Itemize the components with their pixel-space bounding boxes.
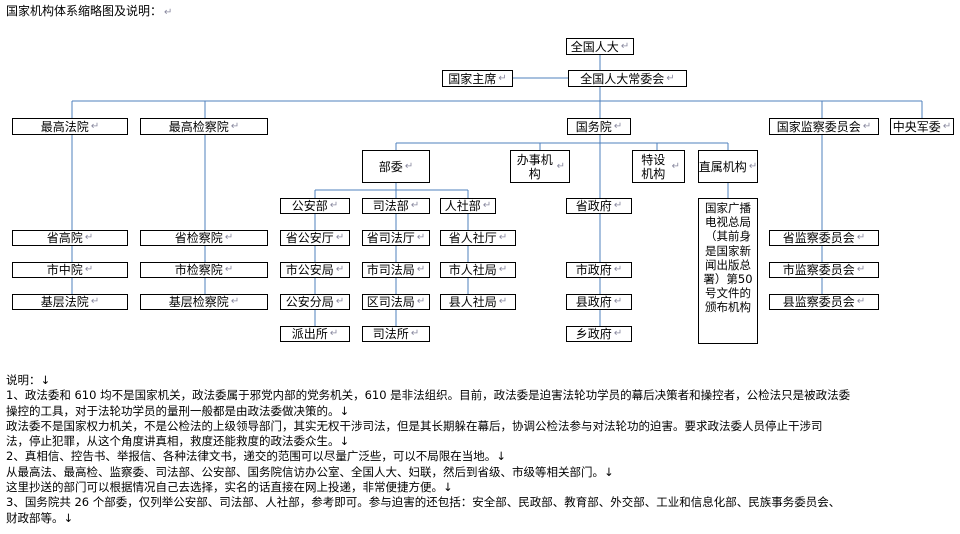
node-town-gov: 乡政府↵ xyxy=(566,326,632,342)
node-mid-court: 市中院↵ xyxy=(12,262,128,278)
node-city-public-security: 市公安局↵ xyxy=(280,262,350,278)
node-npcsc: 全国人大常委会↵ xyxy=(568,70,687,87)
node-police-station: 派出所↵ xyxy=(280,326,350,342)
node-ministries: 部委↵ xyxy=(362,150,430,183)
note-line: 1、政法委和 610 均不是国家机关，政法委属于邪党内部的党务机关，610 是非… xyxy=(6,388,851,403)
node-city-justice: 市司法局↵ xyxy=(362,262,430,278)
note-line: 法，停止犯罪，从这个角度讲真相，救度还能救度的政法委众生。↓ xyxy=(6,434,350,449)
node-district-justice: 区司法局↵ xyxy=(362,294,430,310)
node-offices: 办事机构↵ xyxy=(510,150,570,183)
node-justice: 司法部↵ xyxy=(362,198,430,214)
node-supervision: 国家监察委员会↵ xyxy=(769,118,879,135)
node-sarft: 国家广播电视总局（其前身是国家新闻出版总署）第50号文件的颁布机构 xyxy=(698,198,758,344)
note-line: 操控的工具，对于法轮功学员的量刑一般都是由政法委做决策的。↓ xyxy=(6,403,350,418)
note-line: 说明：↓ xyxy=(6,373,51,387)
node-public-security: 公安部↵ xyxy=(280,198,350,214)
note-line: 政法委不是国家权力机关，不是公检法的上级领导部门，其实无权干涉司法，但是其长期躲… xyxy=(6,418,823,433)
note-line: 2、真相信、控告书、举报信、各种法律文书，递交的范围可以尽量广泛些，可以不局限在… xyxy=(6,449,506,464)
note-line: 这里抄送的部门可以根据情况自己去选择，实名的话直接在网上投递，非常便捷方便。↓ xyxy=(6,480,453,495)
node-prov-hr: 省人社厅↵ xyxy=(440,230,516,246)
node-special: 特设机构↵ xyxy=(632,150,685,183)
node-direct: 直属机构↵ xyxy=(698,150,758,183)
node-city-proc: 市检察院↵ xyxy=(140,262,268,278)
note-line: 3、国务院共 26 个部委，仅列举公安部、司法部、人社部，参考即可。参与迫害的还… xyxy=(6,495,841,510)
node-basic-proc: 基层检察院↵ xyxy=(140,294,268,310)
node-prov-justice: 省司法厅↵ xyxy=(362,230,430,246)
node-prov-sup: 省监察委员会↵ xyxy=(769,230,879,246)
node-county-hr: 县人社局↵ xyxy=(440,294,516,310)
node-prov-public-security: 省公安厅↵ xyxy=(280,230,350,246)
node-procuratorate: 最高检察院↵ xyxy=(140,118,268,135)
node-hr: 人社部↵ xyxy=(440,198,496,214)
node-prov-gov: 省政府↵ xyxy=(566,198,632,214)
node-president: 国家主席↵ xyxy=(442,70,513,87)
node-high-court: 省高院↵ xyxy=(12,230,128,246)
node-npc: 全国人大↵ xyxy=(566,38,634,55)
node-public-security-branch: 公安分局↵ xyxy=(280,294,350,310)
note-line: 财政部等。↓ xyxy=(6,510,74,525)
node-county-sup: 县监察委员会↵ xyxy=(769,294,879,310)
note-line: 从最高法、最高检、监察委、司法部、公安部、国务院信访办公室、全国人大、妇联，然后… xyxy=(6,464,614,479)
explanation-notes: 说明：↓ 1、政法委和 610 均不是国家机关，政法委属于邪党内部的党务机关，6… xyxy=(6,373,956,526)
node-prov-proc: 省检察院↵ xyxy=(140,230,268,246)
node-court: 最高法院↵ xyxy=(12,118,128,135)
node-basic-court: 基层法院↵ xyxy=(12,294,128,310)
node-county-gov: 县政府↵ xyxy=(566,294,632,310)
node-justice-office: 司法所↵ xyxy=(362,326,430,342)
node-city-sup: 市监察委员会↵ xyxy=(769,262,879,278)
page-title: 国家机构体系缩略图及说明：↵ xyxy=(6,4,173,18)
node-city-hr: 市人社局↵ xyxy=(440,262,516,278)
node-state-council: 国务院↵ xyxy=(567,118,631,135)
node-city-gov: 市政府↵ xyxy=(566,262,632,278)
node-cmc: 中央军委↵ xyxy=(890,118,954,135)
